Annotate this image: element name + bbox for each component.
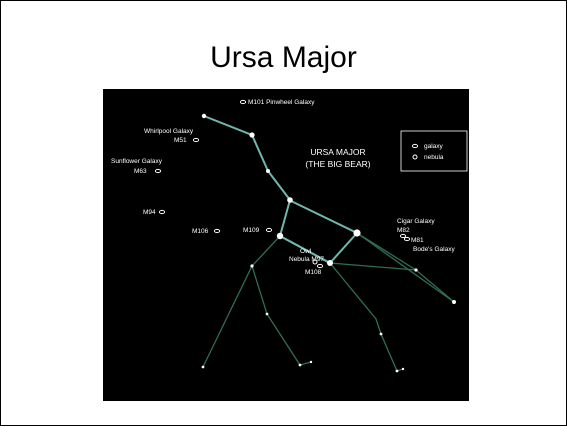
label-m81: M81 xyxy=(411,237,424,244)
slide-title: Ursa Major xyxy=(210,41,357,74)
legend-box xyxy=(400,130,468,172)
star xyxy=(401,367,405,371)
galaxy-marker-m94 xyxy=(158,209,166,215)
constellation-label: URSA MAJOR (THE BIG BEAR) xyxy=(305,147,370,169)
label-m106: M106 xyxy=(192,228,209,235)
star-chart: M101 Pinwheel Galaxy Whirlpool Galaxy M5… xyxy=(103,89,469,401)
label-owl-line1: Owl xyxy=(300,248,312,255)
star xyxy=(298,363,302,367)
star xyxy=(249,132,255,138)
big-dipper-lines xyxy=(203,115,359,265)
constellation-label-line1: URSA MAJOR xyxy=(310,147,365,157)
galaxy-marker-m106 xyxy=(213,228,221,234)
label-m63: M63 xyxy=(134,168,147,175)
star xyxy=(327,260,333,266)
star xyxy=(201,113,207,119)
galaxy-marker-m108 xyxy=(316,263,324,269)
galaxy-marker-m82 xyxy=(399,233,407,239)
star xyxy=(265,312,269,316)
label-m94: M94 xyxy=(143,209,156,216)
star xyxy=(250,264,254,268)
star xyxy=(379,332,383,336)
legend-nebula-label: nebula xyxy=(424,154,444,161)
star xyxy=(452,300,456,304)
star xyxy=(266,169,270,173)
label-m101: M101 Pinwheel Galaxy xyxy=(248,99,315,106)
star xyxy=(309,360,313,364)
star xyxy=(276,232,284,240)
label-whirlpool: Whirlpool Galaxy xyxy=(144,128,194,135)
star xyxy=(414,268,418,272)
legend-nebula-icon xyxy=(412,154,418,160)
galaxy-marker-m63 xyxy=(154,168,162,174)
galaxy-marker-m101 xyxy=(239,99,247,105)
constellation-label-line2: (THE BIG BEAR) xyxy=(305,159,370,169)
star-chart-svg: M101 Pinwheel Galaxy Whirlpool Galaxy M5… xyxy=(103,89,469,401)
galaxy-marker-m51 xyxy=(192,137,200,143)
star xyxy=(201,365,205,369)
nebula-marker-m97 xyxy=(312,259,318,265)
label-bodes: Bode's Galaxy xyxy=(413,246,455,253)
object-markers xyxy=(154,99,411,269)
label-owl-line2: Nebula M97 xyxy=(289,256,324,263)
galaxy-marker-m109 xyxy=(265,227,273,233)
legend: galaxy nebula xyxy=(400,130,468,172)
stars xyxy=(201,113,456,373)
label-cigar: Cigar Galaxy xyxy=(397,218,435,225)
label-m108: M108 xyxy=(305,269,322,276)
galaxy-marker-m81 xyxy=(403,236,411,242)
label-m82: M82 xyxy=(397,227,410,234)
label-m109: M109 xyxy=(243,227,260,234)
object-labels: M101 Pinwheel Galaxy Whirlpool Galaxy M5… xyxy=(111,99,455,276)
star xyxy=(287,197,293,203)
chart-background xyxy=(103,89,469,401)
star xyxy=(353,229,361,237)
legend-galaxy-label: galaxy xyxy=(424,143,444,150)
label-sunflower: Sunflower Galaxy xyxy=(111,158,163,165)
star xyxy=(395,369,399,373)
legend-galaxy-icon xyxy=(411,143,419,149)
label-m51: M51 xyxy=(174,137,187,144)
